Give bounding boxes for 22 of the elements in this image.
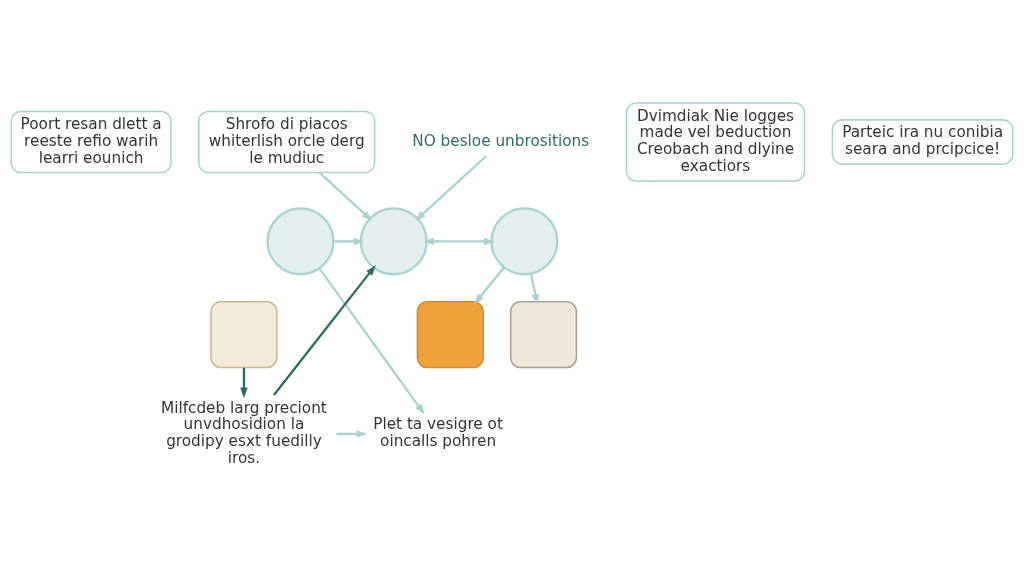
arrow <box>529 273 539 305</box>
node-text: Plet ta vesigre ot oincalls pohren <box>373 415 503 451</box>
arrow <box>240 367 248 399</box>
arrow <box>273 265 376 396</box>
node-text: Milfcdeb larg preciont unvdhosidion la grodipy esxt fuedilly iros. <box>161 398 327 468</box>
node-box <box>509 301 578 369</box>
arrow <box>474 266 505 305</box>
node-text: NO besloe unbrositions <box>412 131 590 150</box>
arrow <box>318 267 425 415</box>
node-box <box>210 301 278 369</box>
node-box: Parteic ira nu conibia seara and prcipcice! <box>831 119 1014 165</box>
node-box <box>416 301 484 369</box>
node-box: Poort resan dlett a reeste refio warih learri eounich <box>10 110 172 174</box>
arrow <box>318 171 373 222</box>
node-box: Dvimdiak Nie logges made vel beduction Creobach and dlyine exactiors <box>625 102 806 182</box>
node-circle <box>490 207 559 276</box>
arrow <box>415 155 488 221</box>
arrow <box>336 430 368 438</box>
arrow <box>333 237 365 246</box>
node-circle <box>266 207 335 276</box>
node-box: Shrofo di piacos whiterlish orcle derg le mudiuc <box>198 110 376 174</box>
arrow <box>423 237 495 246</box>
